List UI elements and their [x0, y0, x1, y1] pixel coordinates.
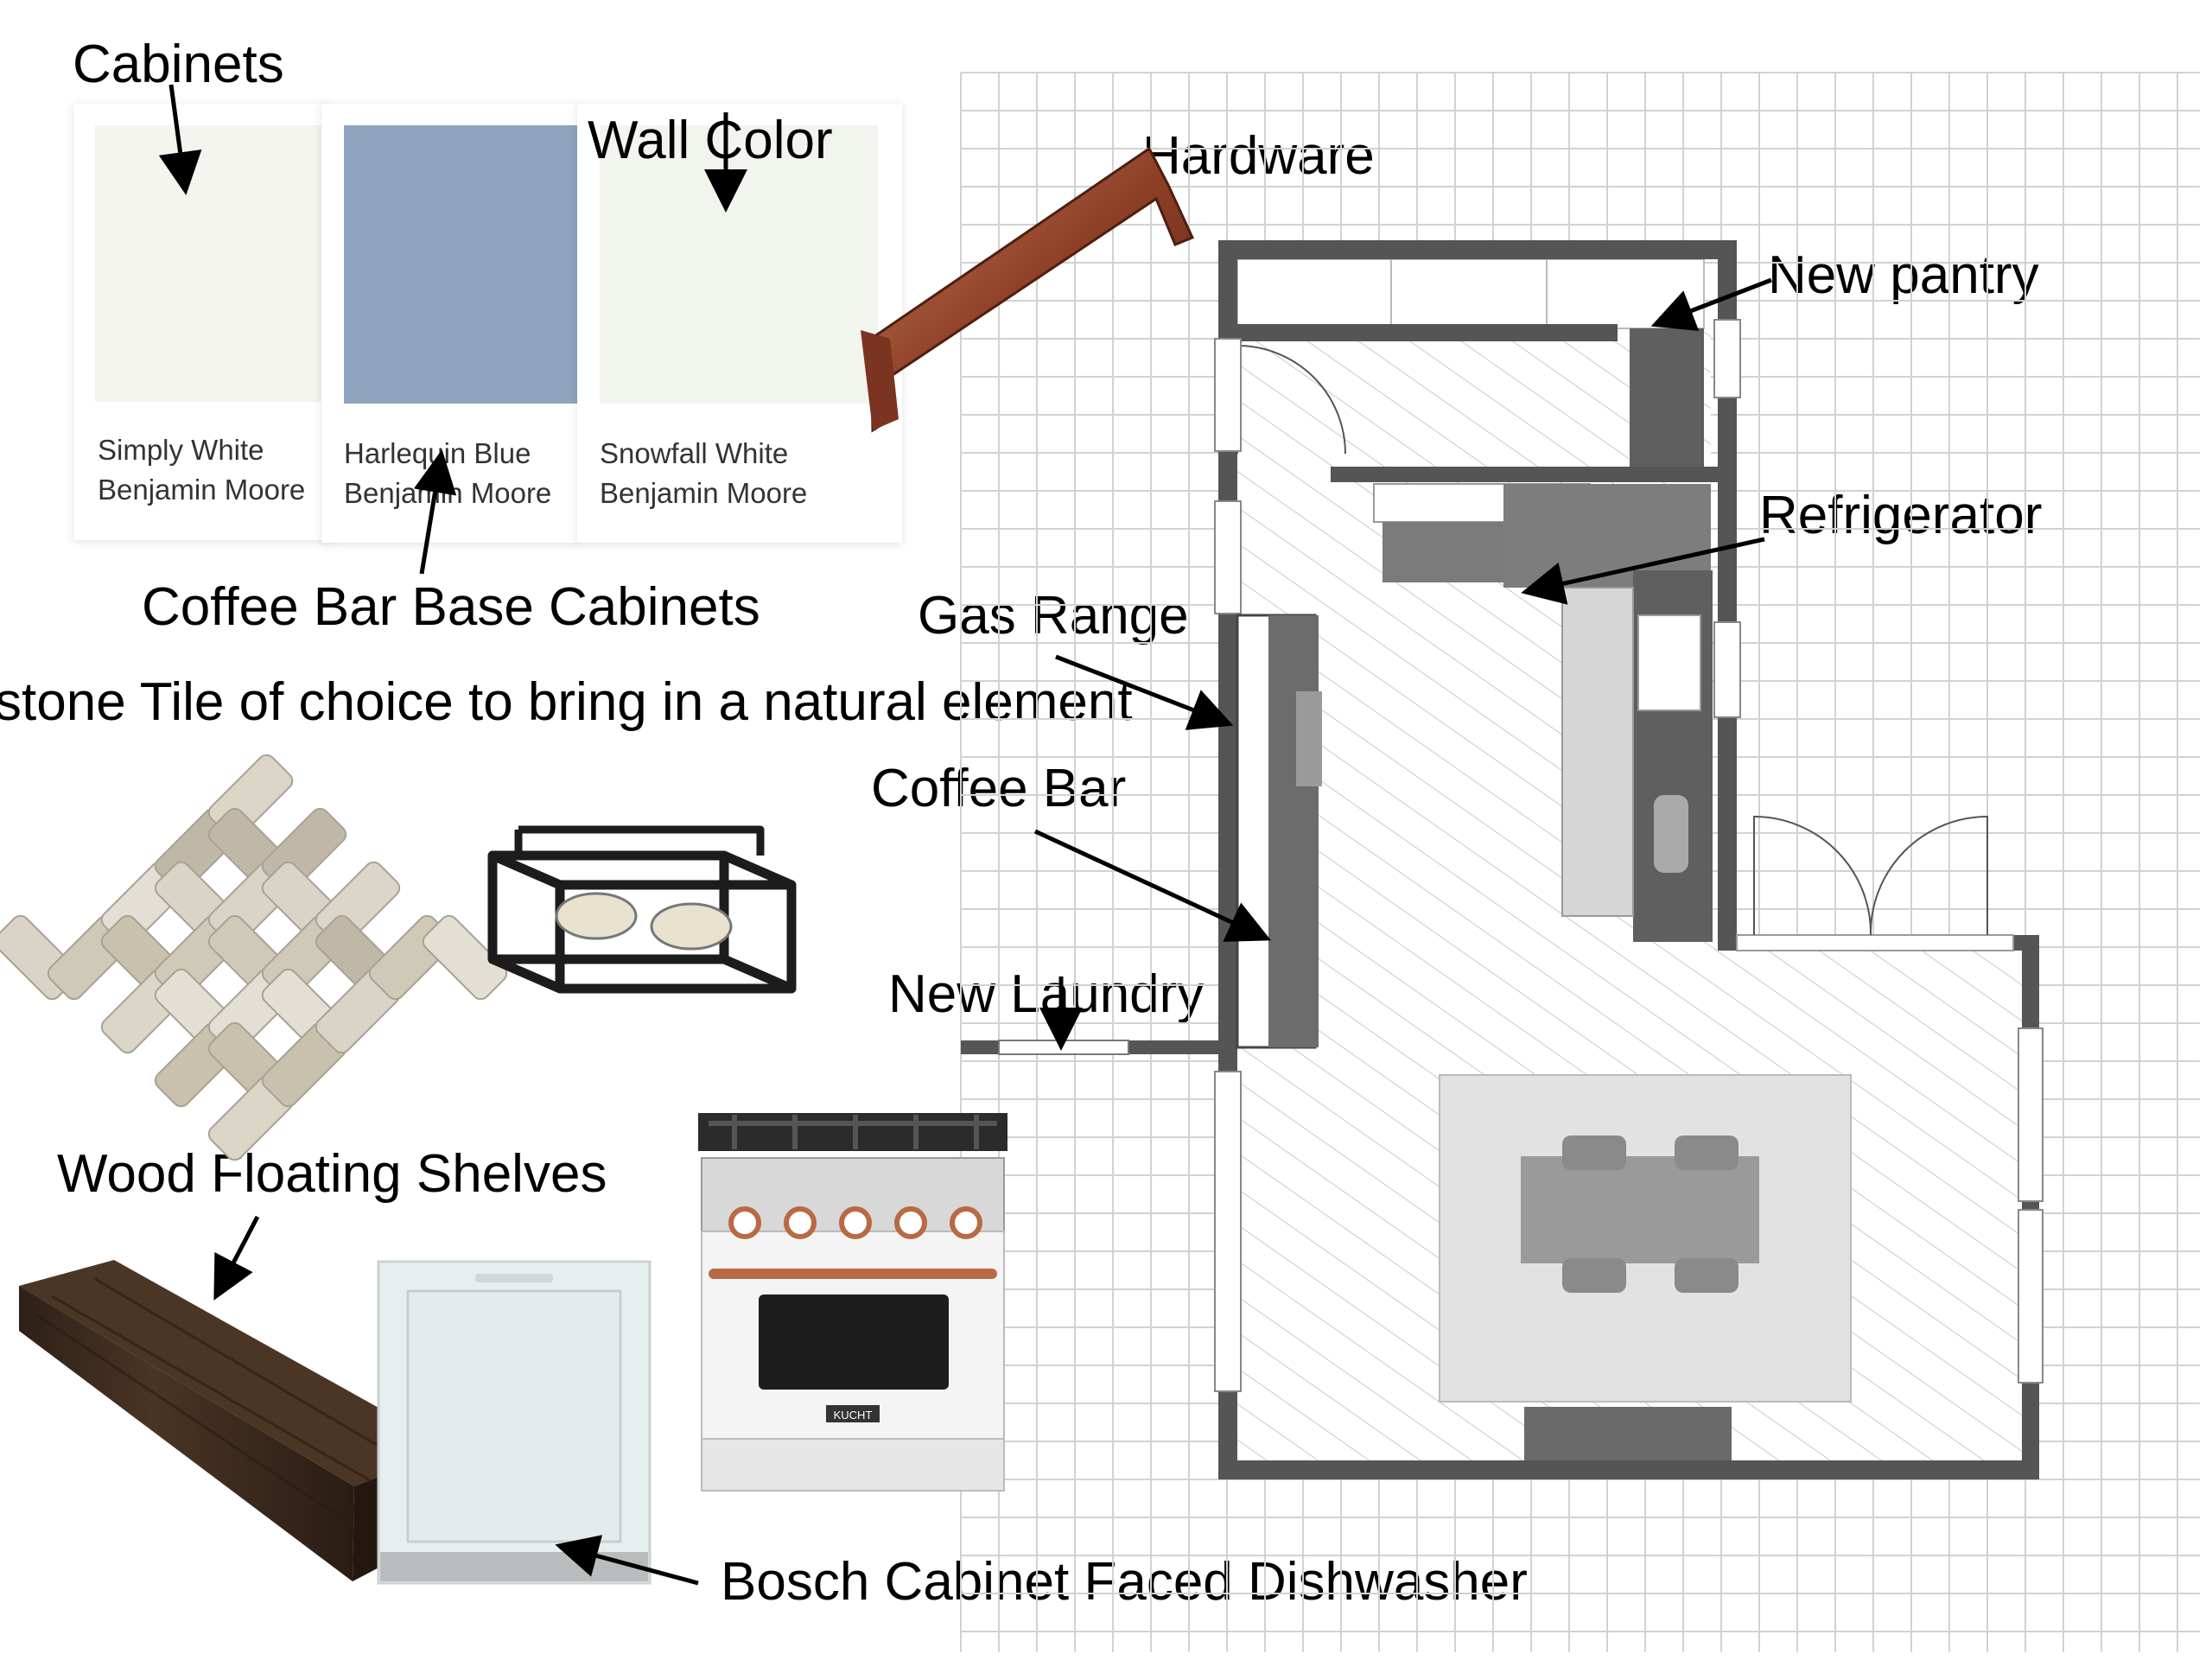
range-brand-label: KUCHT	[834, 1409, 873, 1422]
arrow-new-pantry	[1650, 277, 1772, 331]
arrow-wood-floating-shelves	[213, 1215, 260, 1301]
swatch-name: Simply White	[98, 434, 264, 466]
window-right-1	[1713, 319, 1741, 398]
window-right-2	[1713, 621, 1741, 718]
swatch-name: Snowfall White	[600, 437, 789, 469]
copper-cabinet-pull	[861, 146, 1195, 433]
laundry-door	[998, 1040, 1129, 1055]
wall-pantry-bottom	[1331, 467, 1719, 482]
coffee-bar-base-cabinets-label: Coffee Bar Base Cabinets	[142, 577, 760, 637]
sink	[1637, 614, 1701, 711]
swatch-card-simply-white: Simply White Benjamin Moore	[73, 104, 333, 540]
window-left-1	[1214, 338, 1242, 452]
pantry-floor	[1237, 341, 1630, 467]
dishwasher-label: Bosch Cabinet Faced Dishwasher	[721, 1552, 1528, 1612]
stone-tile-label: stone Tile of choice to bring in a natur…	[0, 672, 1133, 732]
range-burners-plan	[1296, 691, 1322, 786]
pantry-storage	[1630, 328, 1704, 467]
wall-color-label: Wall Color	[588, 111, 833, 170]
french-door-opening	[1736, 934, 2014, 951]
pantry-shelving	[1236, 258, 1705, 329]
pantry-door-swing	[1236, 344, 1346, 455]
swatch-color-simply-white	[95, 125, 333, 402]
arrows	[158, 84, 1772, 1586]
wall-top	[1218, 240, 1737, 259]
gas-range-label: Gas Range	[918, 586, 1189, 646]
new-pantry-label: New pantry	[1768, 245, 2039, 305]
window-left-3	[1214, 1071, 1242, 1392]
gas-range-plan	[1268, 615, 1319, 1047]
gas-range-photo: KUCHT	[698, 1113, 1007, 1492]
dining-chair	[1675, 1135, 1738, 1170]
arrow-gas-range	[1055, 654, 1234, 730]
window-dining-2	[2018, 1209, 2044, 1384]
arrow-coffee-bar-base-cabinets	[413, 449, 457, 575]
dining-chair	[1675, 1258, 1738, 1293]
refrigerator	[1382, 522, 1503, 582]
wall-right-upper	[1718, 240, 1737, 951]
dining-table	[1521, 1156, 1759, 1263]
window-left-2	[1214, 500, 1242, 614]
cabinets-label: Cabinets	[73, 35, 284, 94]
dining-chair	[1562, 1135, 1626, 1170]
wall-bottom	[1218, 1460, 2039, 1479]
wall-pantry-divider	[1237, 324, 1618, 341]
floor-plan	[961, 240, 2044, 1479]
arrow-coffee-bar	[1033, 829, 1272, 942]
dining-chair	[1562, 1258, 1626, 1293]
hardware-label: Hardware	[1142, 126, 1375, 186]
wood-floating-shelves-label: Wood Floating Shelves	[57, 1144, 607, 1204]
refrigerator-label: Refrigerator	[1759, 486, 2043, 545]
swatch-brand: Benjamin Moore	[98, 474, 306, 506]
swatch-brand: Benjamin Moore	[600, 477, 808, 509]
stone-tile-sample	[0, 754, 508, 1161]
swatch-color-harlequin-blue	[344, 125, 579, 404]
dishwasher-plan	[1654, 795, 1688, 873]
arrow-dishwasher	[555, 1535, 699, 1586]
bottom-built-in	[1524, 1407, 1732, 1460]
cabinet-faced-dishwasher	[377, 1260, 652, 1585]
french-door-right	[1869, 815, 1988, 936]
counter-return	[1561, 587, 1634, 917]
light-fixture	[487, 825, 797, 994]
wall-dining-right	[2022, 935, 2039, 1479]
french-door-left	[1753, 815, 1872, 936]
arrow-refrigerator	[1521, 537, 1765, 605]
stone-tile	[422, 914, 508, 1001]
arrow-cabinets	[158, 84, 202, 195]
window-dining-1	[2018, 1027, 2044, 1202]
